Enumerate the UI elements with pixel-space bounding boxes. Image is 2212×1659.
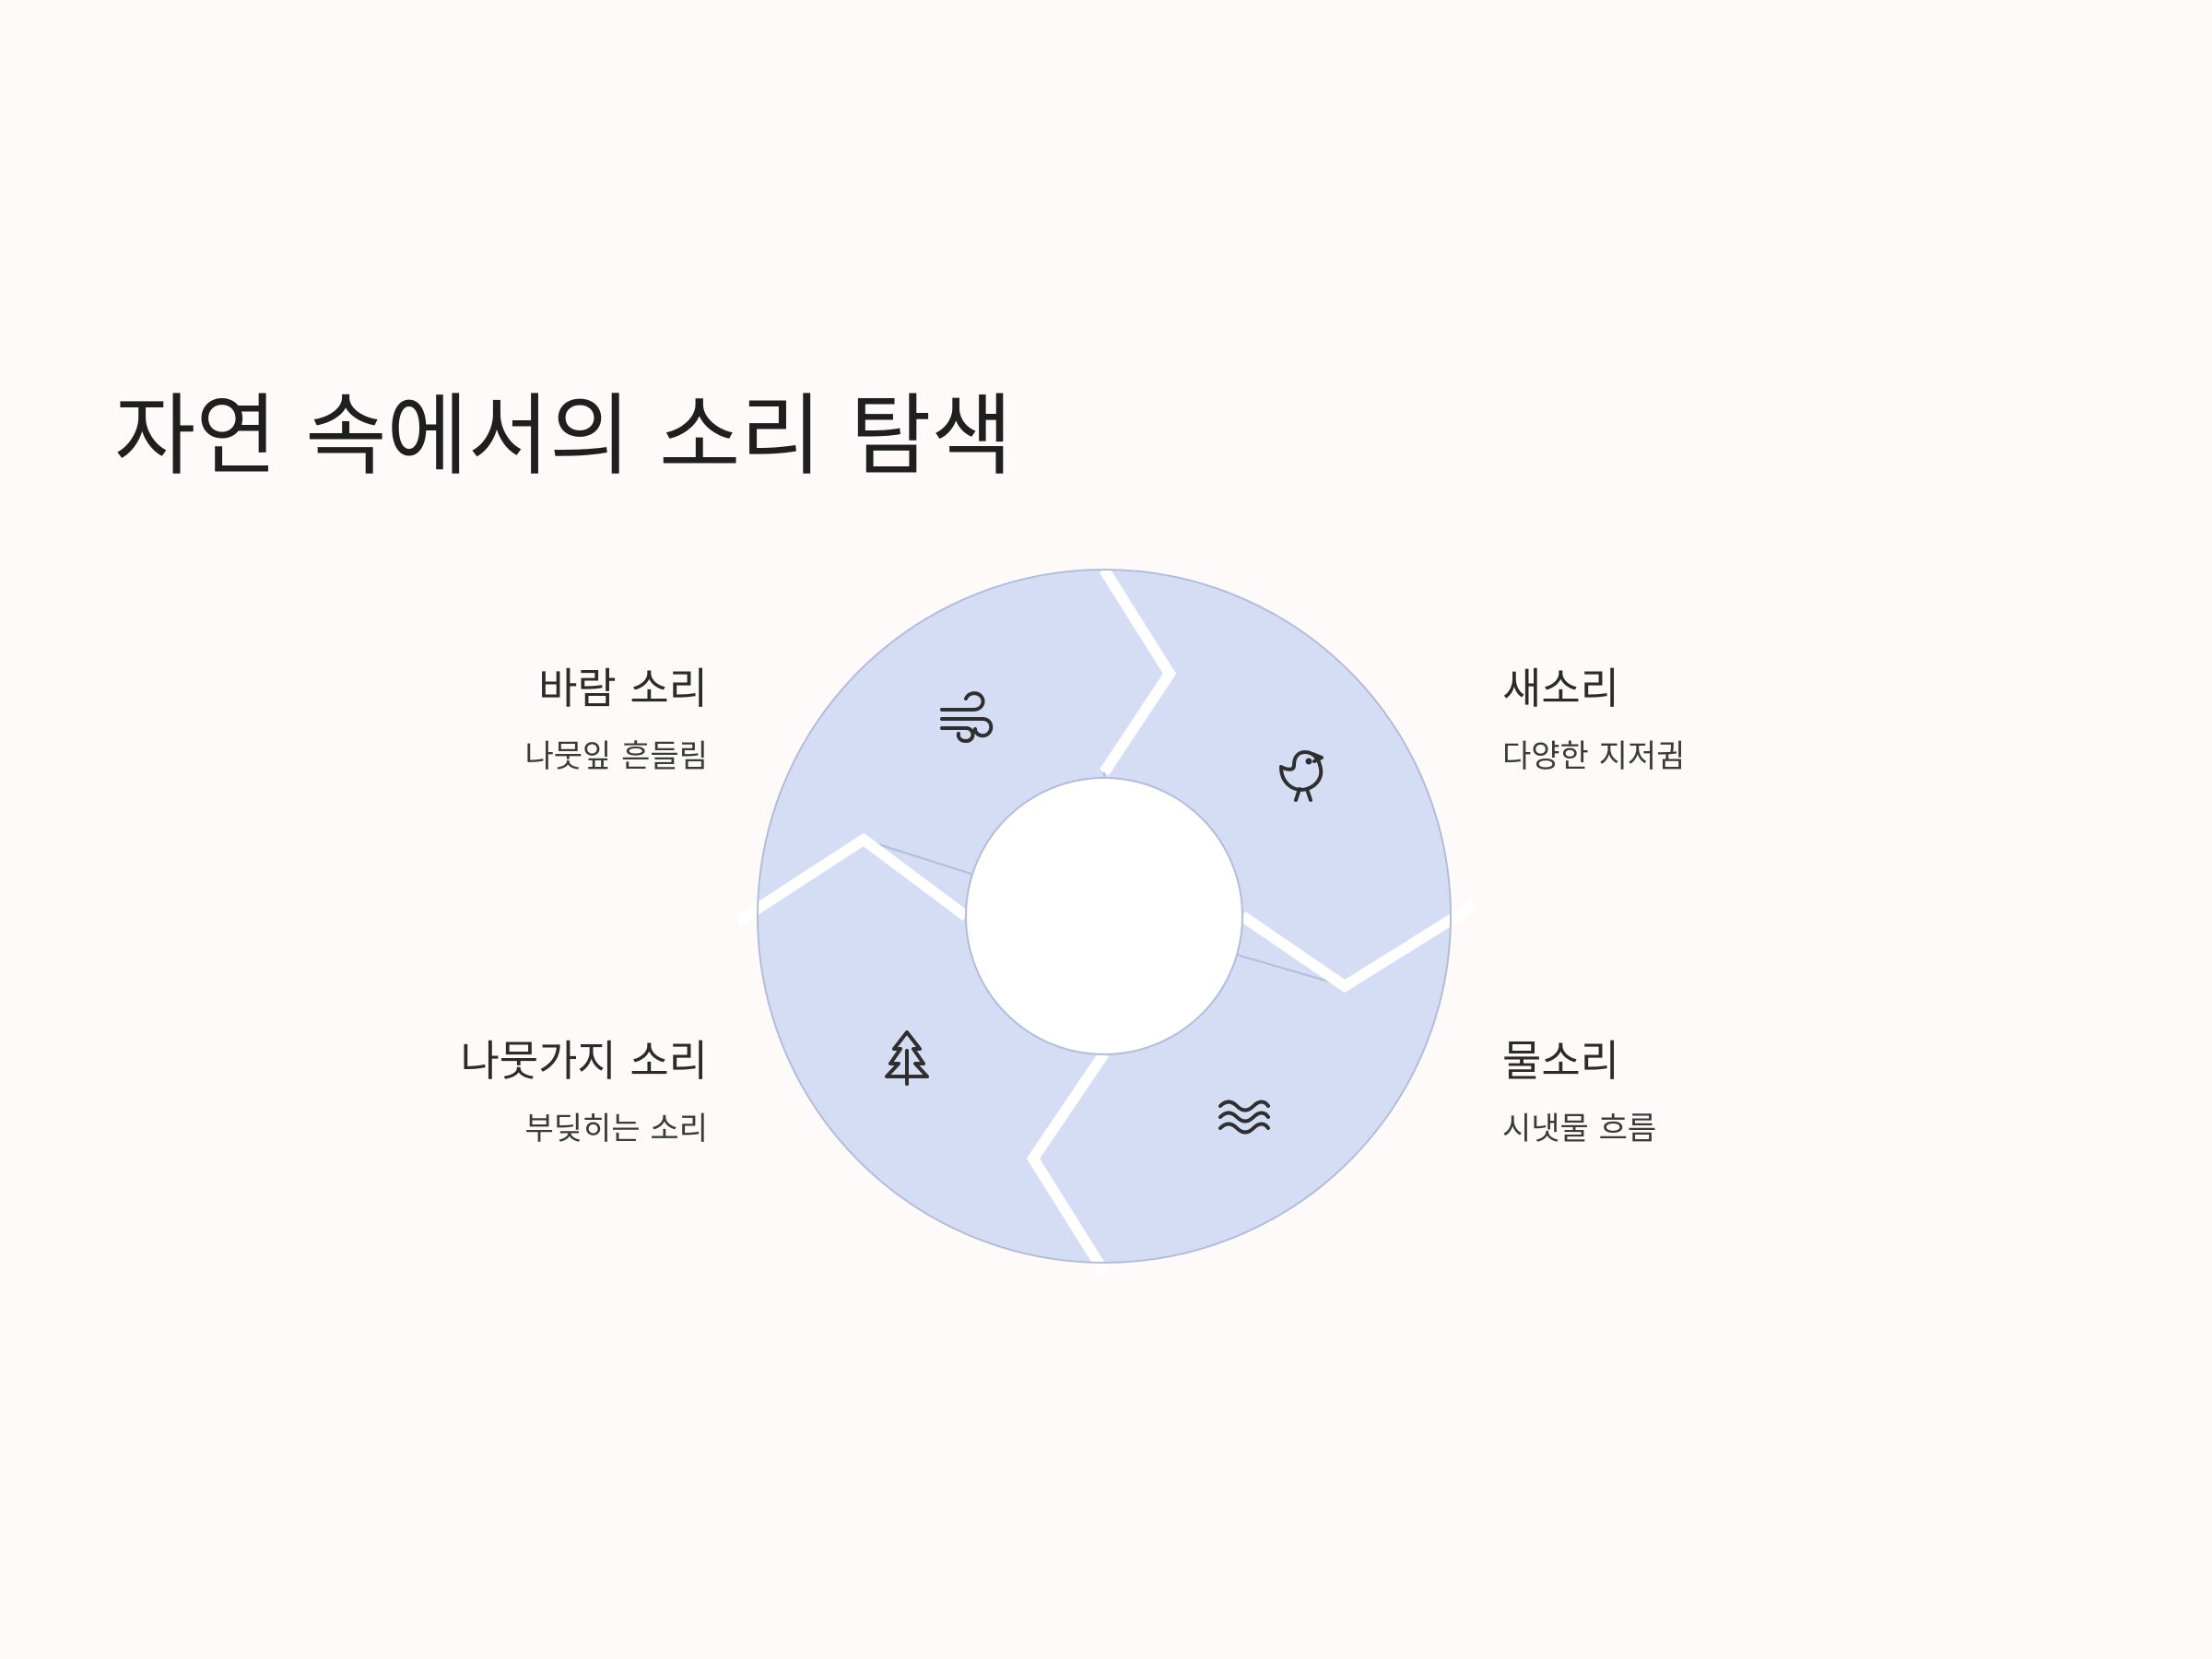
tree-icon	[885, 1030, 929, 1086]
label-wind-subtitle: 나뭇잎 흔들림	[524, 738, 709, 776]
center-hole	[965, 777, 1243, 1055]
bird-icon	[1279, 750, 1324, 802]
label-water: 물소리 시냇물 흐름	[1502, 1036, 1982, 1148]
label-bird: 새소리 다양한 지저귐	[1502, 664, 1982, 776]
label-wind: 바람 소리 나뭇잎 흔들림	[229, 664, 709, 776]
label-water-title: 물소리	[1502, 1036, 1619, 1086]
label-bird-subtitle: 다양한 지저귐	[1502, 738, 1686, 776]
label-bird-title: 새소리	[1502, 664, 1619, 713]
wind-icon	[940, 691, 994, 743]
label-tree: 나뭇가지 소리 부딪히는 소리	[229, 1036, 708, 1148]
label-wind-title: 바람 소리	[538, 664, 708, 713]
label-tree-subtitle: 부딪히는 소리	[524, 1111, 709, 1148]
label-tree-title: 나뭇가지 소리	[460, 1036, 708, 1086]
label-water-subtitle: 시냇물 흐름	[1502, 1111, 1657, 1148]
waves-icon	[1218, 1100, 1270, 1135]
page-title: 자연 속에서의 소리 탐색	[114, 384, 1013, 488]
